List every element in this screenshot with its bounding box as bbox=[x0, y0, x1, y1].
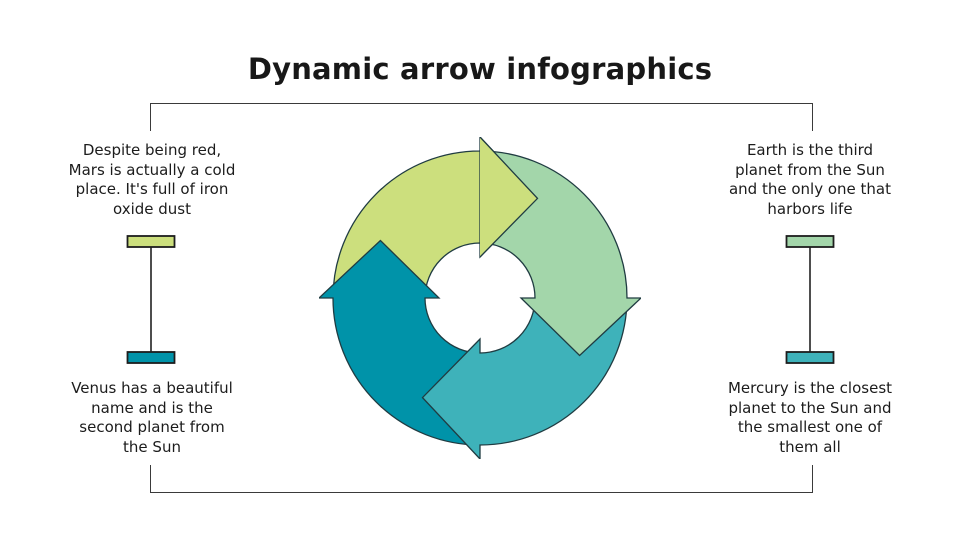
cycle-diagram bbox=[319, 137, 641, 459]
page-title: Dynamic arrow infographics bbox=[247, 52, 713, 86]
card-mercury-text: Mercury is the closest planet to the Sun… bbox=[727, 379, 893, 456]
arrow-head-top-left-outline bbox=[479, 137, 539, 258]
marker-venus bbox=[126, 351, 176, 364]
bottom-bracket-line bbox=[150, 465, 813, 493]
marker-earth bbox=[785, 235, 835, 248]
left-connector bbox=[126, 235, 176, 364]
card-venus-text: Venus has a beautiful name and is the se… bbox=[71, 379, 233, 456]
top-bracket-line bbox=[150, 103, 813, 131]
marker-mercury bbox=[785, 351, 835, 364]
right-connector bbox=[785, 235, 835, 364]
card-earth-text: Earth is the third planet from the Sun a… bbox=[728, 141, 891, 218]
card-mars-text: Despite being red, Mars is actually a co… bbox=[68, 141, 236, 218]
marker-mars bbox=[126, 235, 176, 248]
arrow-head-top-left bbox=[480, 137, 538, 257]
